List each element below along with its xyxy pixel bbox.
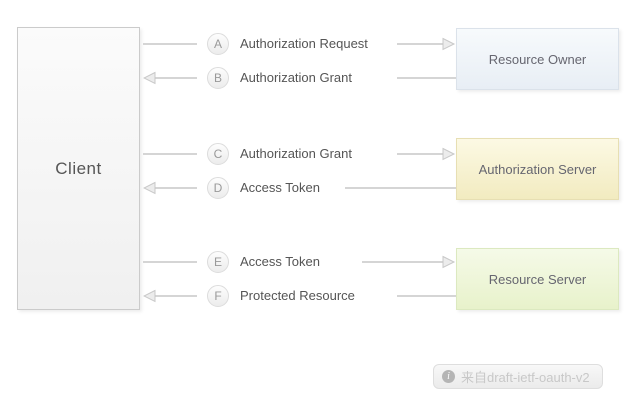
- flow-label-e: Access Token: [240, 254, 320, 269]
- resource-server-box: Resource Server: [456, 248, 619, 310]
- step-circle-b: B: [207, 67, 229, 89]
- arrow-left-icon: [143, 289, 197, 303]
- resource-owner-label: Resource Owner: [488, 51, 587, 67]
- flow-row-f: F Protected Resource: [143, 285, 456, 307]
- step-circle-d: D: [207, 177, 229, 199]
- authorization-server-box: Authorization Server: [456, 138, 619, 200]
- flow-label-f: Protected Resource: [240, 288, 355, 303]
- client-box: Client: [17, 27, 140, 310]
- arrow-left-icon: [143, 71, 197, 85]
- source-badge-text: 来自draft-ietf-oauth-v2: [461, 370, 590, 385]
- source-badge: i 来自draft-ietf-oauth-v2: [433, 364, 603, 389]
- authorization-server-label: Authorization Server: [478, 161, 597, 177]
- flow-label-c: Authorization Grant: [240, 146, 353, 161]
- connector-line: [397, 295, 456, 297]
- flow-label-d: Access Token: [240, 180, 320, 195]
- connector-line: [397, 77, 456, 79]
- flow-row-e: E Access Token: [143, 251, 456, 273]
- info-icon: i: [442, 370, 455, 383]
- arrow-right-icon: [362, 255, 456, 269]
- connector-line: [143, 261, 197, 263]
- arrow-right-icon: [397, 37, 456, 51]
- step-circle-f: F: [207, 285, 229, 307]
- connector-line: [143, 153, 197, 155]
- resource-owner-box: Resource Owner: [456, 28, 619, 90]
- step-circle-a: A: [207, 33, 229, 55]
- connector-line: [345, 187, 456, 189]
- connector-line: [143, 43, 197, 45]
- step-circle-e: E: [207, 251, 229, 273]
- flow-row-a: A Authorization Request: [143, 33, 456, 55]
- client-label: Client: [55, 158, 102, 178]
- flow-row-b: B Authorization Grant: [143, 67, 456, 89]
- arrow-left-icon: [143, 181, 197, 195]
- step-circle-c: C: [207, 143, 229, 165]
- flow-label-a: Authorization Request: [240, 36, 368, 51]
- arrow-right-icon: [397, 147, 456, 161]
- flow-label-b: Authorization Grant: [240, 70, 353, 85]
- flow-row-d: D Access Token: [143, 177, 456, 199]
- resource-server-label: Resource Server: [488, 271, 587, 287]
- flow-row-c: C Authorization Grant: [143, 143, 456, 165]
